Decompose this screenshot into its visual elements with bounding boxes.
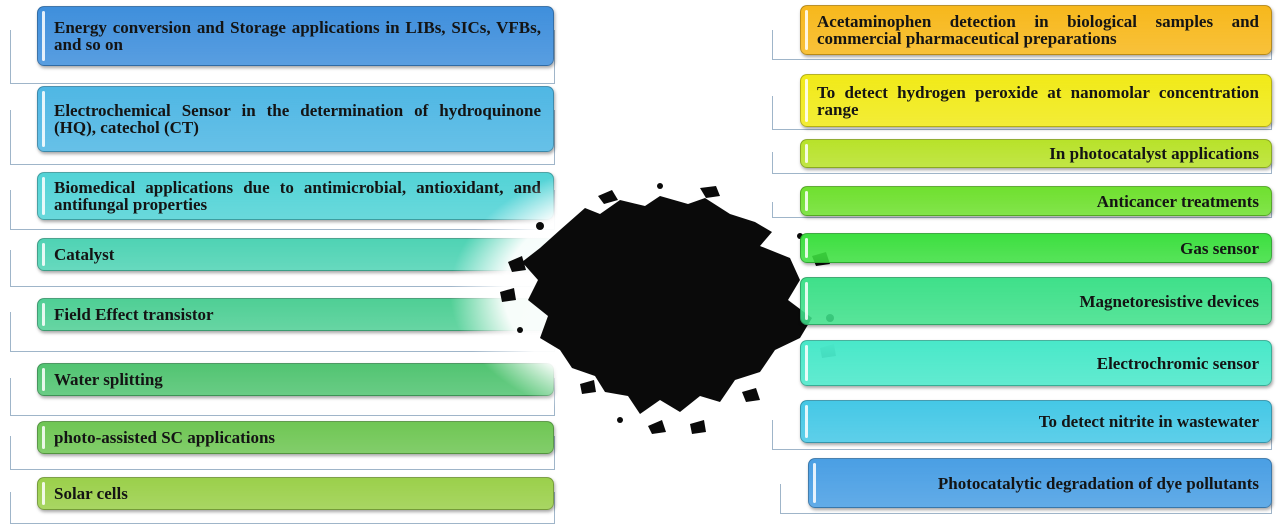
left-item-label: Energy conversion and Storage applicatio… — [54, 18, 541, 54]
left-item-label: Field Effect transistor — [54, 305, 214, 324]
right-item-label: To detect hydrogen peroxide at nanomolar… — [817, 82, 1259, 119]
right-item-dye-degradation: Photocatalytic degradation of dye pollut… — [808, 458, 1272, 508]
left-item-label: Biomedical applications due to antimicro… — [54, 178, 541, 214]
left-item-photo-assisted-sc: photo-assisted SC applications — [37, 421, 554, 454]
right-item-photocatalyst: In photocatalyst applications — [800, 139, 1272, 168]
left-item-solar-cells: Solar cells — [37, 477, 554, 510]
left-item-electrochemical-sensor: Electrochemical Sensor in the determinat… — [37, 86, 554, 152]
right-item-label: Magnetoresistive devices — [1079, 291, 1259, 311]
right-item-label: Electrochromic sensor — [1096, 353, 1259, 373]
left-bracket-8 — [10, 492, 555, 524]
right-item-anticancer: Anticancer treatments — [800, 186, 1272, 216]
left-item-label: Solar cells — [54, 484, 128, 503]
left-item-label: Water splitting — [54, 370, 163, 389]
left-item-energy-storage: Energy conversion and Storage applicatio… — [37, 6, 554, 66]
left-item-biomedical: Biomedical applications due to antimicro… — [37, 172, 554, 220]
right-item-label: Photocatalytic degradation of dye pollut… — [937, 473, 1259, 493]
right-item-gas-sensor: Gas sensor — [800, 233, 1272, 263]
right-item-acetaminophen: Acetaminophen detection in biological sa… — [800, 5, 1272, 55]
right-item-hydrogen-peroxide: To detect hydrogen peroxide at nanomolar… — [800, 74, 1272, 127]
right-item-label: To detect nitrite in wastewater — [1038, 412, 1259, 431]
right-item-label: Anticancer treatments — [1096, 191, 1259, 211]
left-item-label: Electrochemical Sensor in the determinat… — [54, 101, 541, 137]
right-item-label: Acetaminophen detection in biological sa… — [817, 12, 1259, 48]
left-bracket-2 — [10, 110, 555, 165]
right-item-electrochromic: Electrochromic sensor — [800, 340, 1272, 386]
right-item-magnetoresistive: Magnetoresistive devices — [800, 277, 1272, 325]
left-item-label: photo-assisted SC applications — [54, 428, 276, 447]
left-bracket-7 — [10, 436, 555, 470]
left-item-water-splitting: Water splitting — [37, 363, 554, 396]
left-bracket-1 — [10, 30, 555, 84]
right-item-label: Gas sensor — [1180, 238, 1259, 258]
left-item-label: Catalyst — [54, 245, 115, 264]
right-item-nitrite: To detect nitrite in wastewater — [800, 400, 1272, 443]
right-item-label: In photocatalyst applications — [1049, 144, 1259, 163]
